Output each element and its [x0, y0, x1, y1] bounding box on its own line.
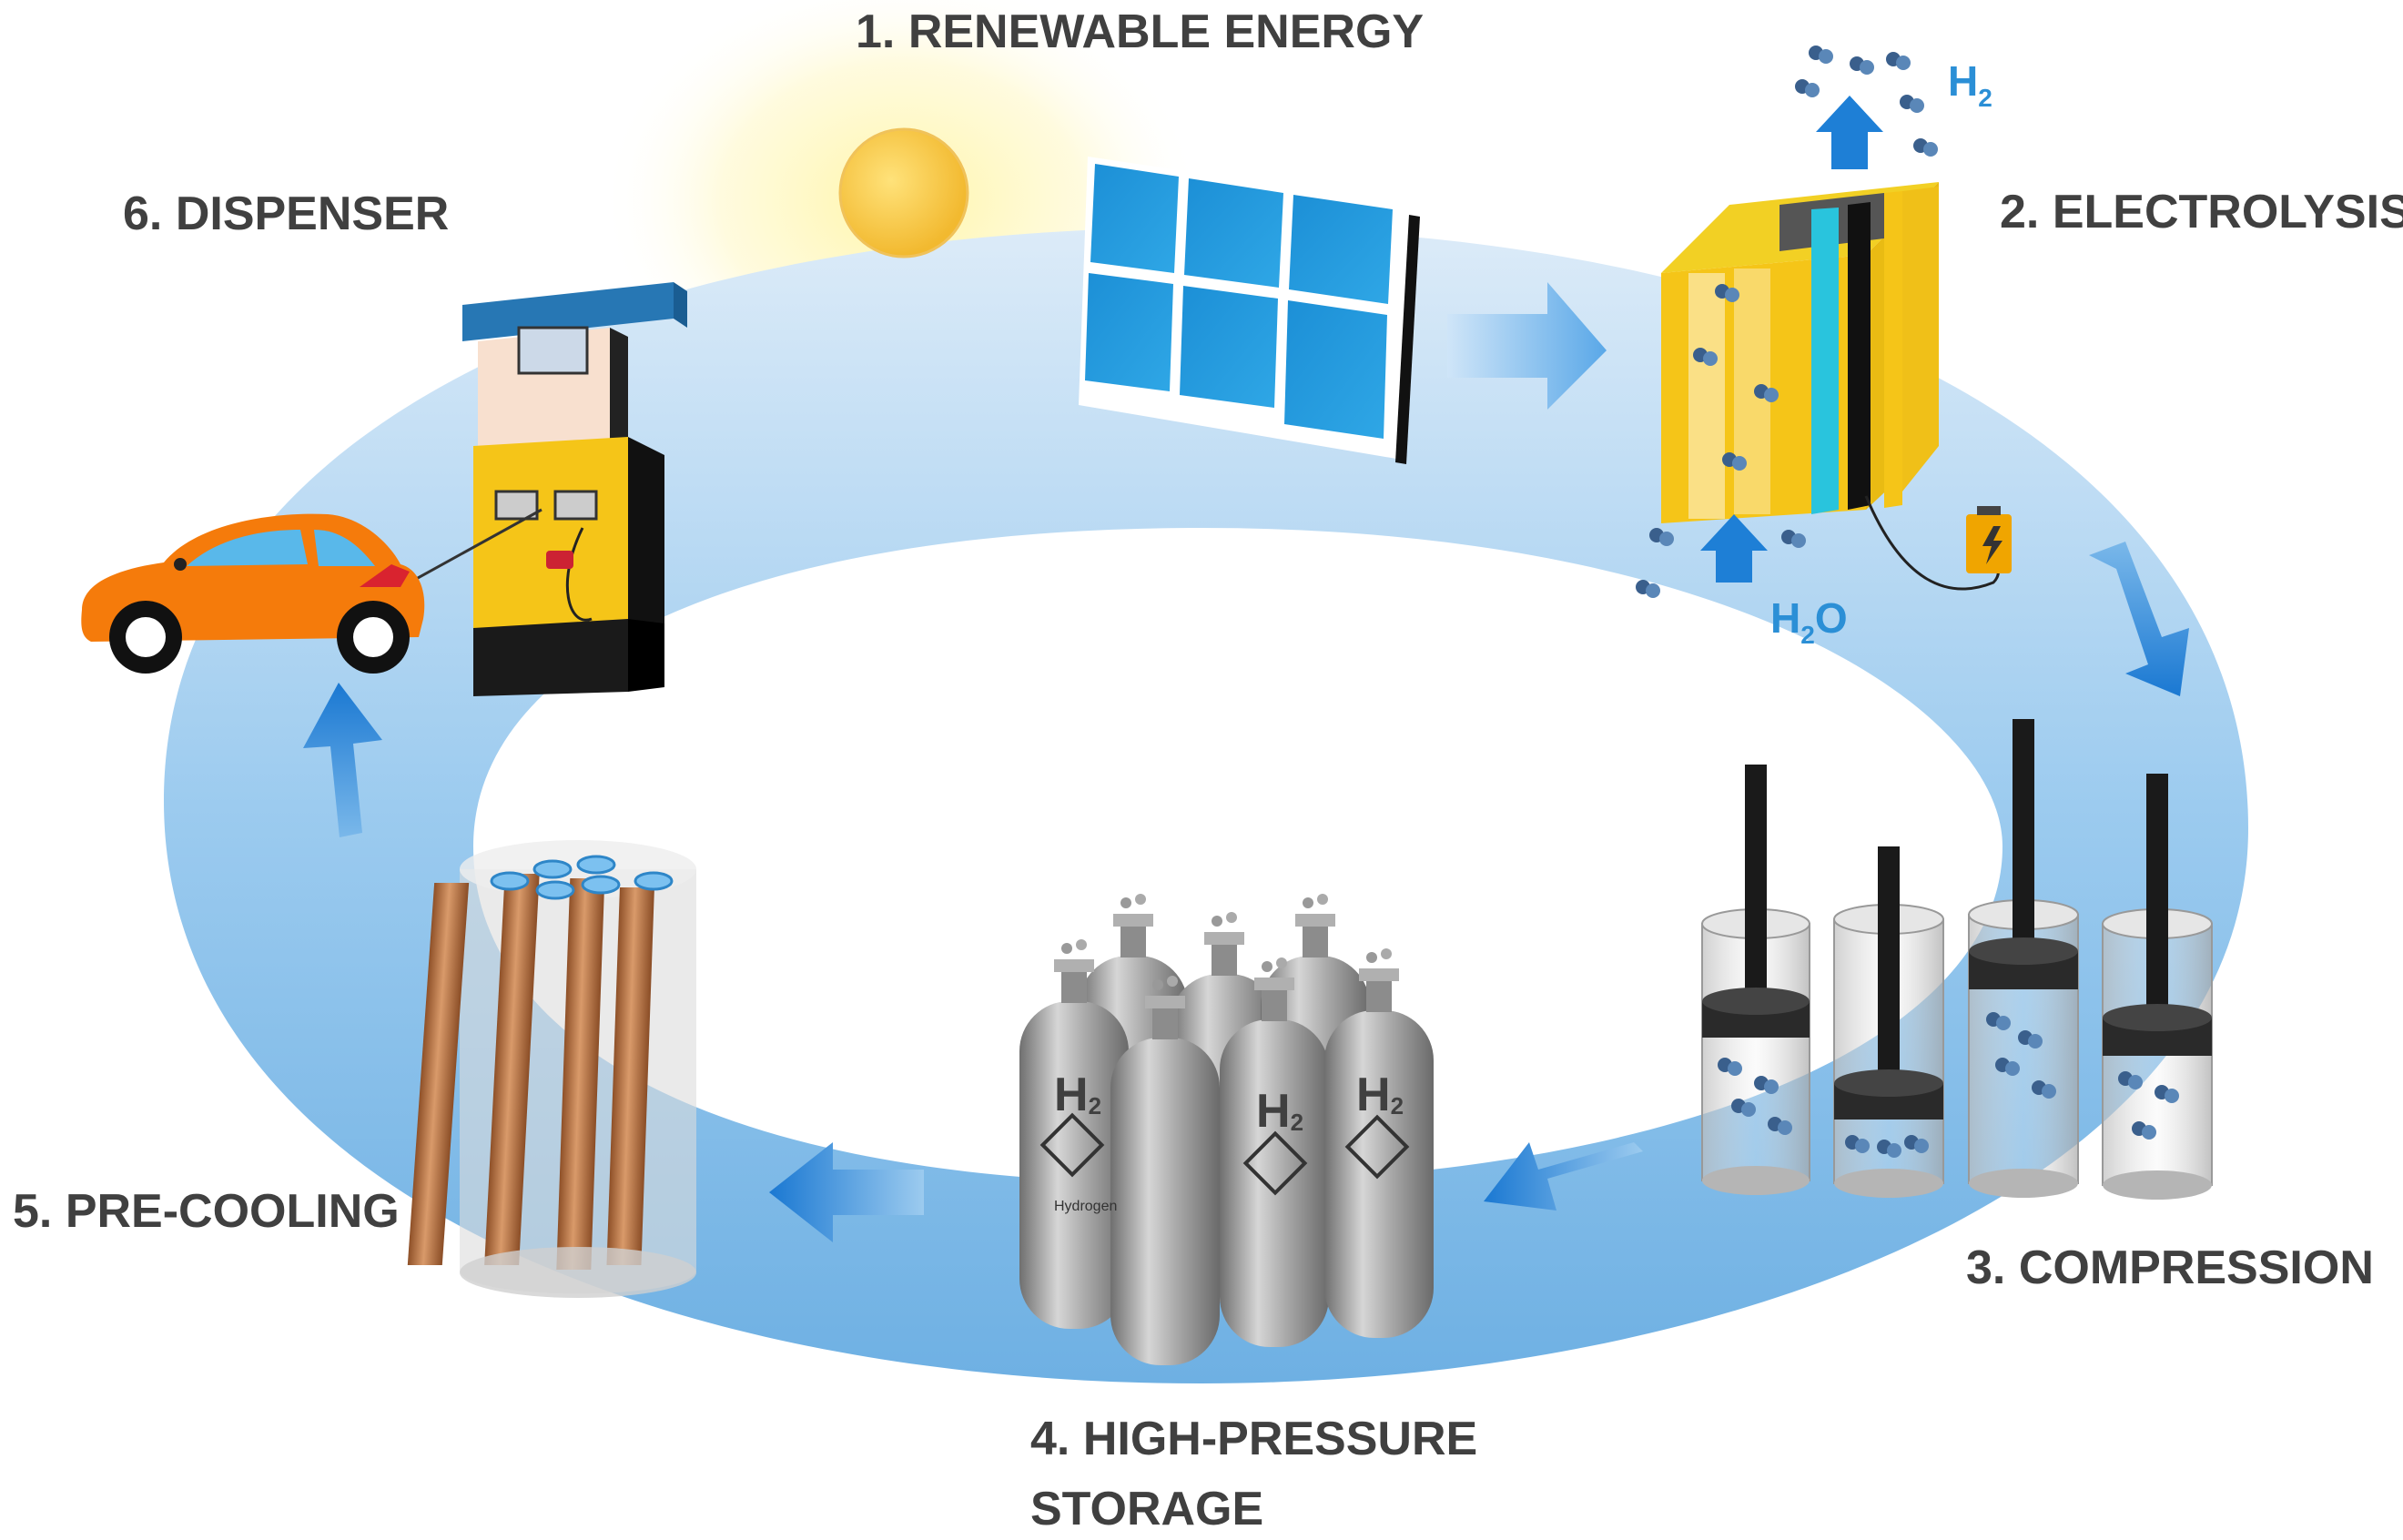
- stage-6-label: 6. DISPENSER: [123, 187, 449, 240]
- stage-1-label: 1. RENEWABLE ENERGY: [856, 5, 1424, 58]
- precooling-pipes-icon: [407, 840, 696, 1298]
- car-icon: [81, 513, 425, 674]
- flow-arrow-5: [303, 683, 382, 837]
- tank-h-label: H2: [1054, 1069, 1101, 1121]
- svg-text:H2: H2: [1256, 1085, 1303, 1138]
- h2o-input-icon: [1636, 514, 1806, 598]
- tank-name-label: Hydrogen: [1054, 1199, 1117, 1214]
- electrolyzer-icon: [1661, 182, 2012, 591]
- stage-2-label: 2. ELECTROLYSIS: [2000, 186, 2403, 238]
- flow-arrow-4: [769, 1142, 924, 1242]
- stage-5-label: 5. PRE-COOLING: [13, 1185, 400, 1238]
- flow-arrow-1: [1447, 282, 1607, 410]
- flow-arrow-2: [2089, 542, 2189, 696]
- hydrogen-tanks-icon: H2 Hydrogen H2 H2: [1019, 894, 1434, 1365]
- sun-icon: [838, 127, 969, 258]
- stage-3-label: 3. COMPRESSION: [1966, 1241, 2374, 1294]
- fuel-dispenser-icon: [409, 282, 687, 696]
- flow-arrow-3: [1484, 1142, 1643, 1211]
- h2-label: H2: [1948, 57, 1992, 112]
- solar-panel-icon: [1079, 157, 1420, 464]
- h2-output-icon: [1795, 46, 1938, 169]
- stage-4-label-line2: STORAGE: [1030, 1483, 1263, 1535]
- svg-text:H2: H2: [1356, 1069, 1404, 1121]
- compression-cylinders-icon: [1701, 719, 2213, 1200]
- stage-4-label-line1: 4. HIGH-PRESSURE: [1030, 1413, 1477, 1465]
- h2o-label: H2O: [1770, 594, 1848, 649]
